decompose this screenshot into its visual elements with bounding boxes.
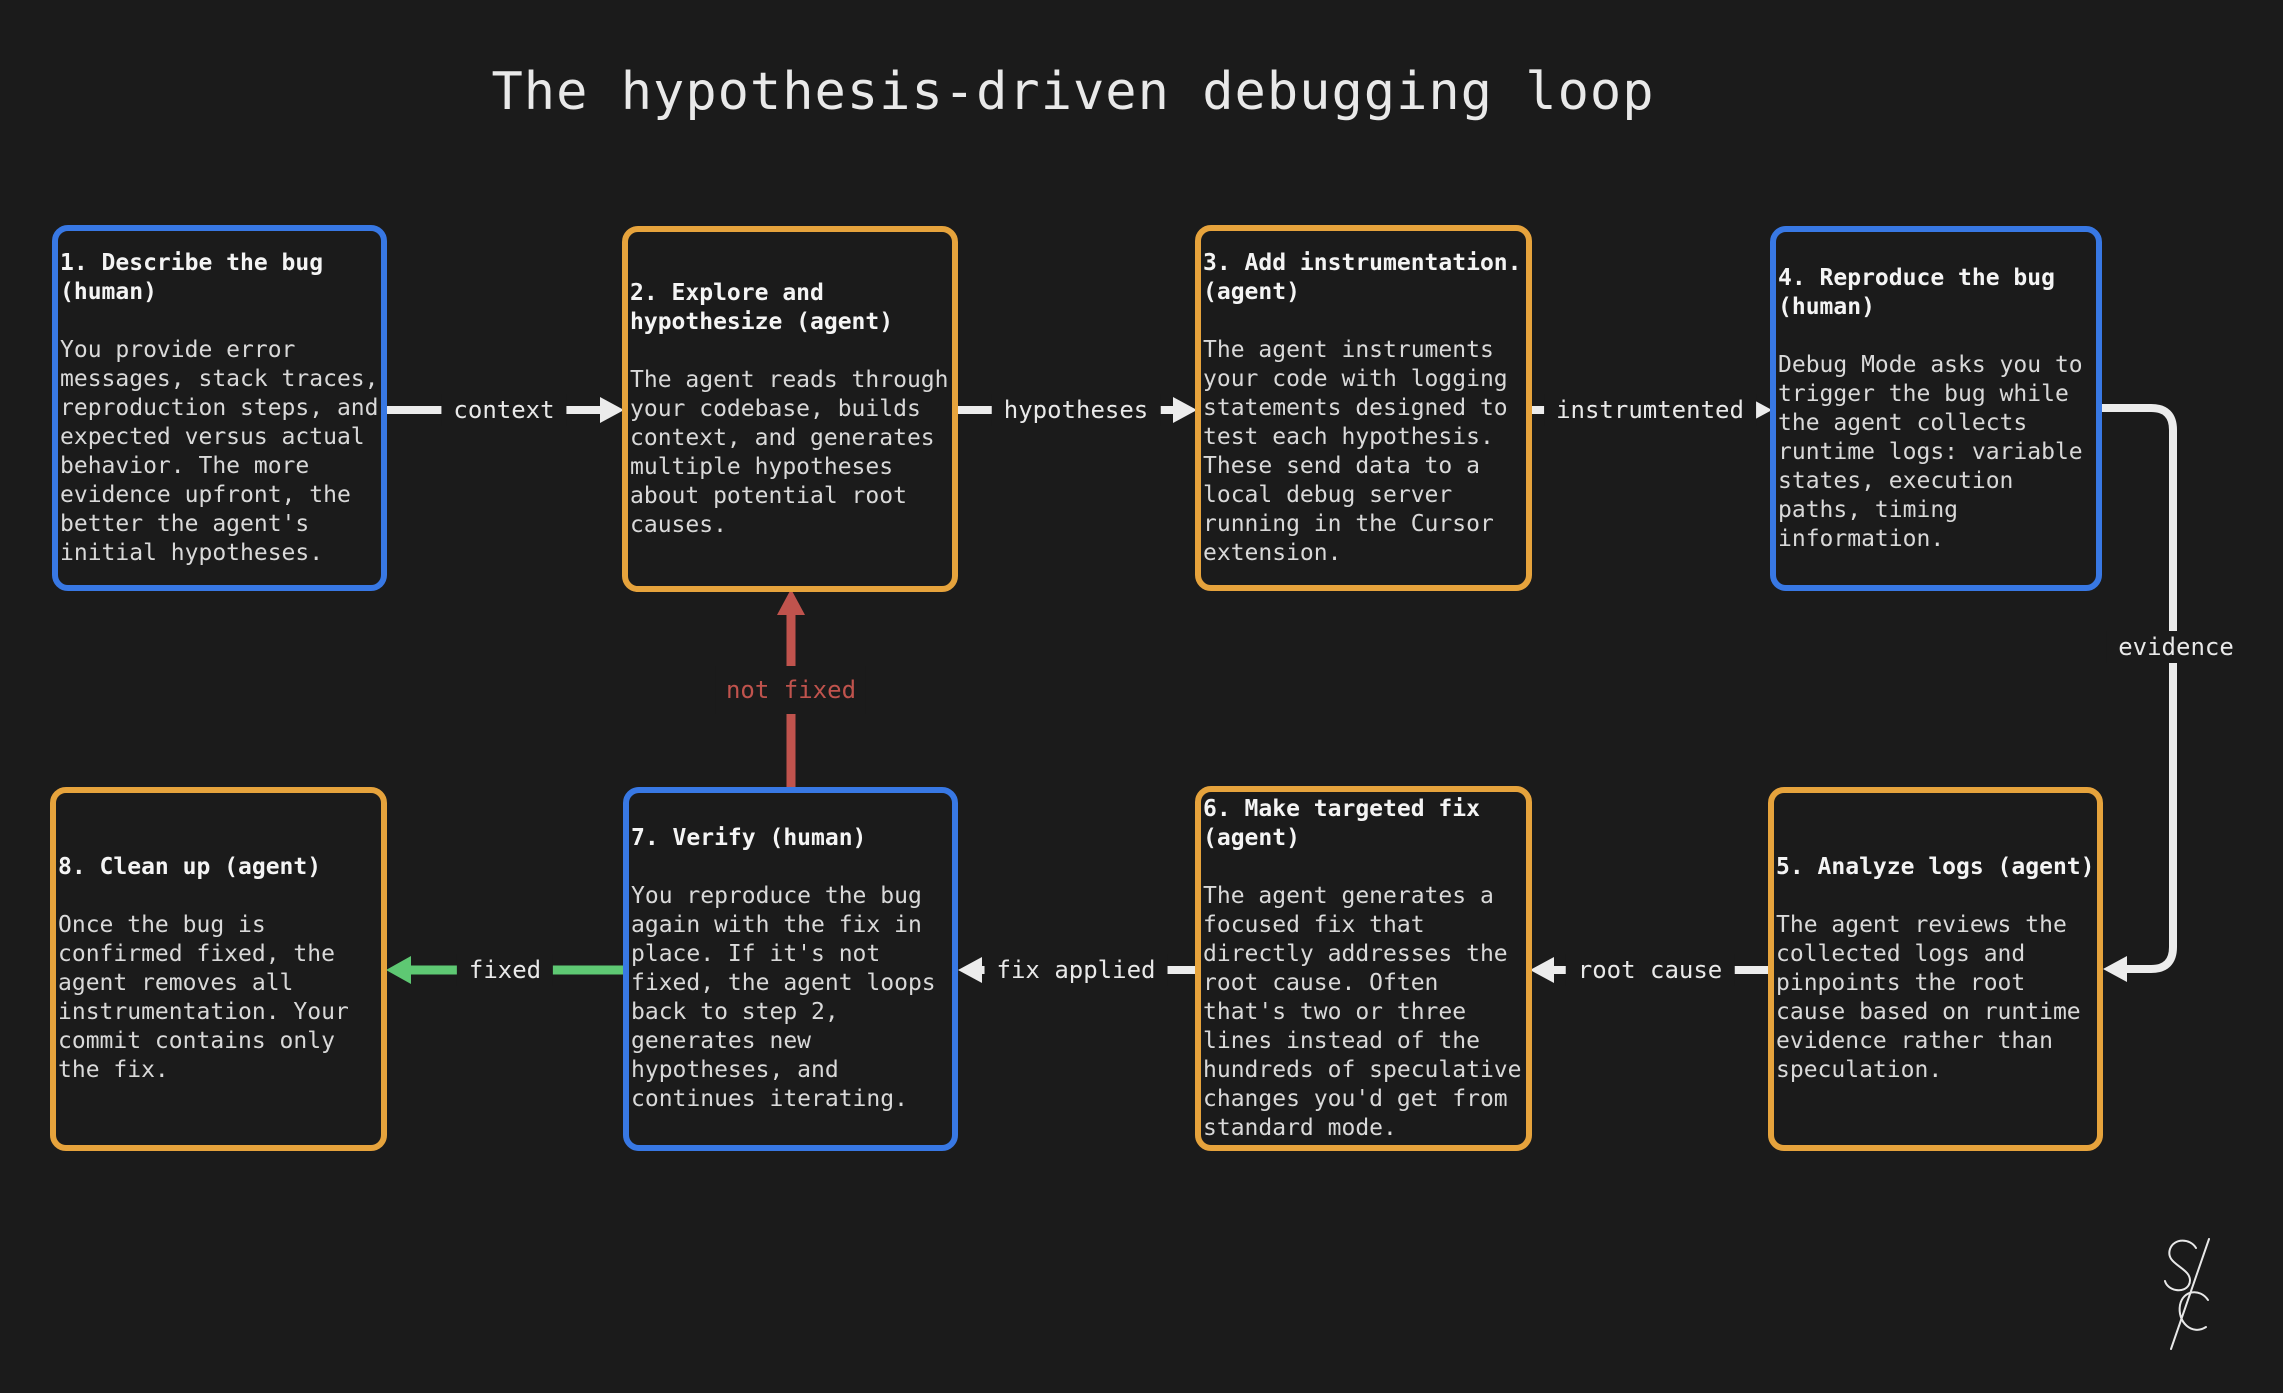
arrow-label-not-fixed: not fixed [715, 666, 867, 714]
step-box-4-reproduce-bug: 4. Reproduce the bug (human) Debug Mode … [1770, 226, 2102, 591]
step-body: The agent generates a focused fix that d… [1203, 882, 1522, 1141]
sc-monogram-icon [2164, 1238, 2210, 1350]
step-heading: 3. Add instrumentation. (agent) [1203, 249, 1522, 305]
step-box-7-verify: 7. Verify (human) You reproduce the bug … [623, 787, 958, 1151]
step-body: The agent reviews the collected logs and… [1776, 912, 2081, 1083]
step-heading: 4. Reproduce the bug (human) [1778, 264, 2055, 320]
step-body: The agent reads through your codebase, b… [630, 366, 949, 538]
step-box-5-analyze-logs: 5. Analyze logs (agent) The agent review… [1768, 787, 2103, 1151]
arrow-label-hypotheses: hypotheses [991, 394, 1161, 426]
arrow-label-instrumented: instrumtented [1544, 394, 1756, 426]
arrow-label-fixed: fixed [456, 954, 554, 986]
page-title: The hypothesis-driven debugging loop [491, 62, 1655, 122]
step-heading: 8. Clean up (agent) [58, 854, 322, 880]
step-heading: 5. Analyze logs (agent) [1776, 854, 2095, 880]
step-body: You provide error messages, stack traces… [60, 336, 379, 566]
step-box-8-clean-up: 8. Clean up (agent) Once the bug is conf… [50, 787, 387, 1151]
step-heading: 6. Make targeted fix (agent) [1203, 795, 1480, 851]
step-box-3-add-instrumentation: 3. Add instrumentation. (agent) The agen… [1195, 225, 1532, 591]
step-heading: 1. Describe the bug (human) [60, 249, 324, 305]
step-box-1-describe-bug: 1. Describe the bug (human) You provide … [52, 225, 387, 591]
step-body: You reproduce the bug again with the fix… [631, 883, 936, 1112]
arrow-label-evidence: evidence [2106, 631, 2246, 663]
arrow-label-root-cause: root cause [1565, 954, 1735, 986]
step-box-2-explore-hypothesize: 2. Explore and hypothesize (agent) The a… [622, 226, 958, 592]
hypotheses-arrowhead-icon [1173, 397, 1197, 423]
step-heading: 7. Verify (human) [631, 825, 867, 851]
step-body: Once the bug is confirmed fixed, the age… [58, 912, 349, 1083]
step-body: Debug Mode asks you to trigger the bug w… [1778, 351, 2083, 552]
root-cause-arrowhead-icon [1530, 957, 1554, 983]
evidence-arrowhead-icon [2103, 956, 2127, 982]
fixed-arrowhead-icon [386, 956, 411, 984]
arrow-label-fix-applied: fix applied [984, 954, 1168, 986]
step-box-6-make-targeted-fix: 6. Make targeted fix (agent) The agent g… [1195, 786, 1532, 1151]
context-arrowhead-icon [600, 397, 624, 423]
not-fixed-arrowhead-icon [777, 589, 805, 615]
step-heading: 2. Explore and hypothesize (agent) [630, 279, 894, 335]
step-body: The agent instruments your code with log… [1203, 336, 1508, 566]
arrow-evidence-line [2102, 404, 2177, 973]
fix-applied-arrowhead-icon [958, 957, 982, 983]
arrow-label-context: context [441, 394, 567, 426]
